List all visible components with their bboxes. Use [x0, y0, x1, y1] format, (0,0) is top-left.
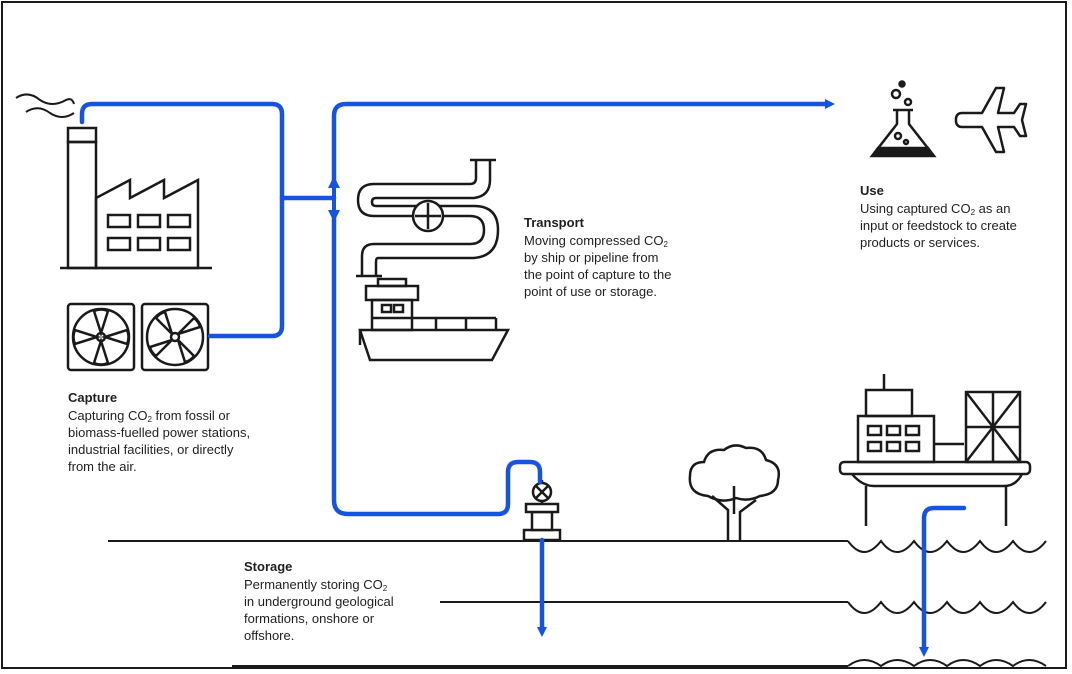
airplane-icon: [954, 86, 1028, 154]
description-line: point of use or storage.: [524, 284, 657, 299]
description-line: by ship or pipeline from: [524, 250, 659, 265]
capture-title: Capture: [68, 390, 118, 405]
storage-title: Storage: [244, 559, 293, 574]
sea-wave-icon: [847, 539, 1047, 668]
description-line: input or feedstock to create: [860, 218, 1017, 233]
smoke-icon: [15, 93, 75, 118]
description-line: products or services.: [860, 235, 980, 250]
description-line: industrial facilities, or directly: [68, 442, 234, 457]
description-line: formations, onshore or: [244, 611, 375, 626]
description-line: in underground geological: [244, 594, 394, 609]
description-line: Capturing CO2 from fossil or: [68, 408, 230, 424]
ground-lines: [108, 540, 848, 667]
flask-icon: [869, 80, 937, 158]
transport-title: Transport: [524, 215, 584, 230]
description-line: the point of capture to the: [524, 267, 672, 282]
flow-split-arrows: [328, 176, 340, 222]
offshore-platform-icon: [838, 374, 1032, 526]
use-title: Use: [860, 183, 884, 198]
tree-icon: [688, 444, 780, 540]
description-line: Permanently storing CO2: [244, 577, 388, 593]
ship-icon: [358, 277, 511, 362]
description-line: Moving compressed CO2: [524, 233, 668, 249]
description-line: offshore.: [244, 628, 295, 643]
description-line: Using captured CO2 as an: [860, 201, 1011, 217]
description-line: from the air.: [68, 459, 137, 474]
wellhead-icon: [522, 480, 562, 542]
valve-icon: [411, 199, 445, 233]
description-line: biomass-fuelled power stations,: [68, 425, 251, 440]
co2-flow-lines: [79, 99, 967, 657]
direct-air-capture-fans-icon: [66, 302, 210, 372]
factory-icon: [60, 126, 212, 270]
